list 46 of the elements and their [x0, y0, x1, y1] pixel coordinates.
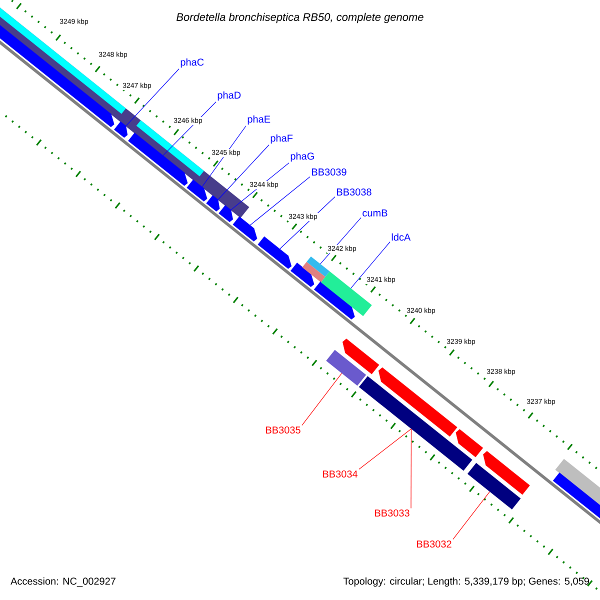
leader-line [358, 428, 412, 470]
gene-feature [378, 367, 458, 437]
gene-label: phaE [248, 115, 270, 125]
gene-feature [206, 195, 220, 212]
gene-label: BB3035 [266, 426, 300, 434]
gene-feature [358, 376, 472, 471]
title: Bordetella bronchiseptica RB50, complete genome [176, 12, 424, 24]
gene-label: phaC [180, 58, 204, 68]
gene-feature [186, 180, 208, 202]
gene-feature [456, 429, 484, 458]
gene-feature [232, 216, 258, 242]
gene-feature [342, 338, 380, 374]
gene-feature [0, 24, 114, 128]
gene-feature [314, 281, 355, 320]
gene-feature [218, 205, 234, 222]
gene-feature [555, 458, 600, 506]
gene-label: BB3033 [375, 509, 410, 517]
leader-line [350, 242, 390, 289]
footer-text: Topology: circular; Length: 5,339,179 bp; Genes: 5,059 [343, 577, 589, 587]
leader-line [452, 491, 490, 540]
gene-feature [483, 451, 530, 495]
gene-feature [467, 462, 521, 510]
gene-label: phaG [290, 152, 314, 162]
gene-label: BB3039 [312, 168, 346, 176]
gene-feature [114, 121, 128, 138]
gene-feature [306, 256, 330, 277]
gene-feature [290, 262, 314, 288]
gene-feature [552, 472, 600, 518]
gene-label: phaD [218, 91, 241, 101]
gene-label: BB3032 [417, 540, 452, 548]
gene-label: BB3038 [337, 188, 372, 196]
gene-feature [128, 132, 188, 186]
gene-label: cumB [362, 210, 388, 216]
gene-feature [326, 350, 366, 386]
leader-line [218, 144, 270, 200]
gene-label: phaF [270, 134, 293, 144]
gene-label: ldcA [392, 233, 411, 241]
gene-label: BB3034 [323, 470, 358, 478]
leader-line [302, 372, 342, 426]
footer-text: Accession: NC_002927 [10, 577, 116, 587]
leader-line [410, 428, 412, 509]
leader-line [202, 126, 246, 188]
leader-line [250, 176, 310, 226]
leader-line [126, 68, 180, 126]
gene-feature [302, 262, 326, 282]
gene-feature [258, 236, 292, 269]
